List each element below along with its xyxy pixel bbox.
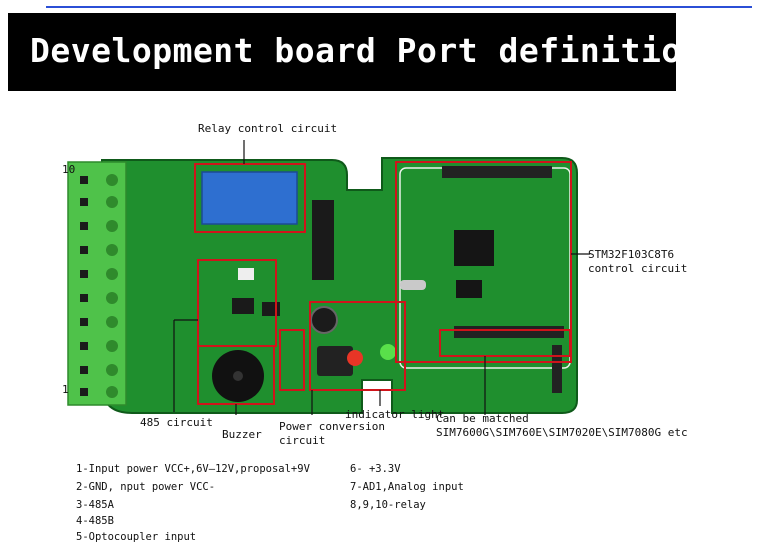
- led-red: [347, 350, 363, 366]
- led-green: [380, 344, 396, 360]
- terminal-number-top: 10: [62, 163, 76, 176]
- indicator-box: [309, 301, 406, 391]
- annotation-boxes: [194, 161, 572, 405]
- legend-left-5: 5-Optocoupler input: [76, 531, 197, 543]
- stm32-label-line2: control circuit: [588, 262, 688, 275]
- match-label-line2: SIM7600G\SIM760E\SIM7020E\SIM7080G etc: [436, 426, 688, 439]
- legend-left-4: 4-485B: [76, 515, 114, 527]
- legend-left-2: 2-GND, nput power VCC-: [76, 481, 216, 493]
- page-title: Development board Port definition: [30, 31, 703, 70]
- buzzer-label: Buzzer: [222, 428, 262, 441]
- rs485-label: 485 circuit: [140, 416, 213, 429]
- legend-left-3: 3-485A: [76, 499, 114, 511]
- power-label-line1: Power conversion: [279, 420, 385, 433]
- rs485-chip: [262, 302, 280, 316]
- bottom-header: [454, 326, 564, 338]
- stm32-label-line1: STM32F103C8T6: [588, 248, 675, 261]
- legend-right-1: 6- +3.3V: [350, 463, 401, 475]
- ic-small: [456, 280, 482, 298]
- terminal-screws: [106, 174, 118, 398]
- match-label-line1: Can be matched: [436, 412, 529, 425]
- white-connector: [238, 268, 254, 280]
- title-banner: Development board Port definition: [8, 13, 702, 91]
- top-strip: [46, 0, 752, 8]
- terminal-number-bottom: 1: [62, 383, 69, 396]
- legend-right-2: 7-AD1,Analog input: [350, 481, 464, 493]
- terminal-slots: [80, 176, 88, 396]
- capacitor: [310, 306, 338, 334]
- right-header: [552, 345, 562, 393]
- top-header: [442, 166, 552, 178]
- relay-box: [194, 163, 306, 233]
- header-box: [439, 329, 571, 357]
- legend-right-3: 8,9,10-relay: [350, 499, 426, 511]
- power-box: [279, 329, 305, 391]
- power-label-line2: circuit: [279, 434, 326, 447]
- legend-left-1: 1-Input power VCC+,6V—12V,proposal+9V: [76, 463, 310, 475]
- relay-label: Relay control circuit: [198, 122, 338, 135]
- inductor: [317, 346, 353, 376]
- stm32-chip: [454, 230, 494, 266]
- indicator-label: indicator light: [345, 408, 445, 421]
- stm32-box: [395, 161, 572, 363]
- relay: [201, 171, 298, 225]
- regulator-chip: [232, 298, 254, 314]
- board-photo: [67, 140, 590, 415]
- leader-lines: [173, 140, 590, 415]
- middle-header: [312, 200, 334, 280]
- crystal: [400, 280, 426, 290]
